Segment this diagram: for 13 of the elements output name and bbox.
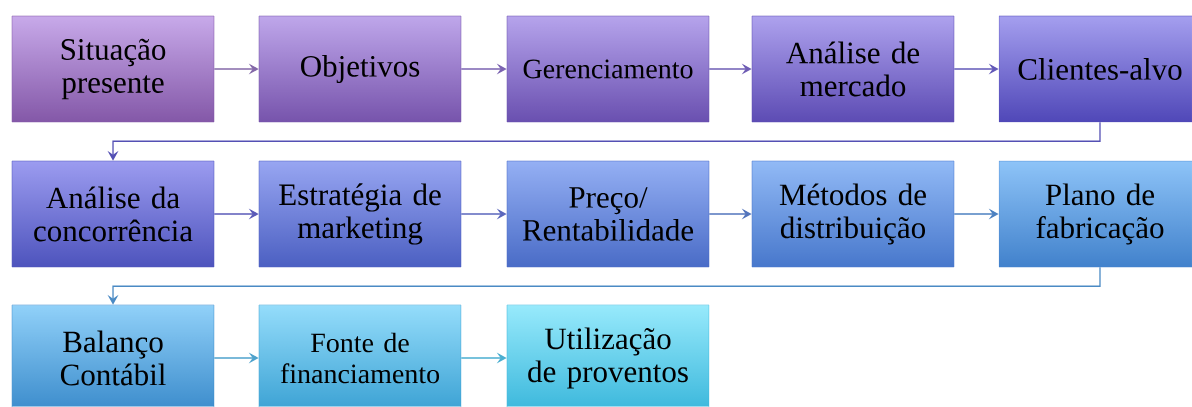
process-box: Balanço Contábil [11,304,215,407]
process-box: Gerenciamento [506,15,710,123]
process-box: Clientes-alvo [998,15,1192,123]
process-box: Situação presente [11,15,215,123]
process-box: Análise de mercado [751,15,955,123]
process-box: Plano de fabricação [998,160,1192,268]
process-box: Objetivos [258,15,462,123]
process-box: Estratégia de marketing [258,160,462,268]
process-box: Utilização de proventos [506,304,710,407]
process-box: Fonte de financiamento [258,304,462,407]
process-box: Preço/ Rentabilidade [506,160,710,268]
process-box: Análise da concorrência [11,160,215,268]
process-box: Métodos de distribuição [751,160,955,268]
